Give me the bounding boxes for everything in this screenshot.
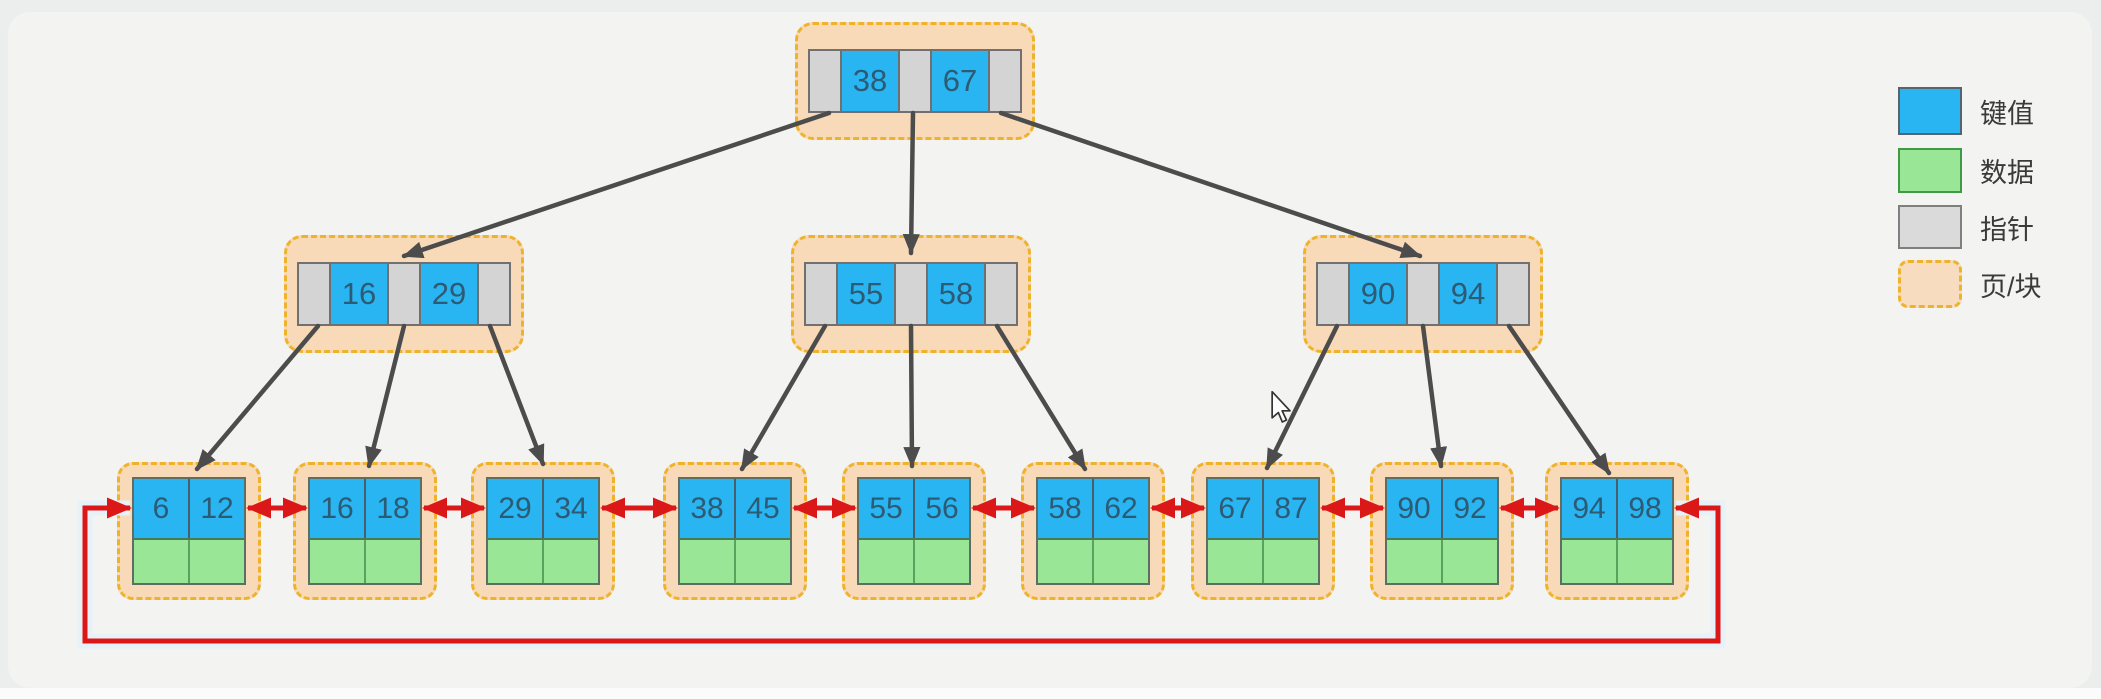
pointer-color-swatch — [1898, 205, 1962, 249]
key-cell: 45 — [734, 479, 790, 538]
key-cell: 67 — [1208, 479, 1262, 538]
key-cell: 67 — [930, 51, 988, 111]
legend-label: 数据 — [1980, 158, 2034, 188]
key-cell: 90 — [1348, 264, 1406, 324]
internal-page-block-2: 55 58 — [791, 235, 1031, 353]
internal-page-block-1: 16 29 — [284, 235, 524, 353]
data-cell — [1441, 540, 1497, 583]
data-cell — [134, 540, 188, 583]
key-cell: 6 — [134, 479, 188, 538]
key-cell: 29 — [488, 479, 542, 538]
leaf-page-block-2: 16 18 — [293, 462, 437, 600]
key-cell: 34 — [542, 479, 598, 538]
key-cell: 55 — [859, 479, 913, 538]
leaf-page-block-8: 90 92 — [1370, 462, 1514, 600]
mouse-cursor — [1271, 391, 1291, 423]
data-cell — [1092, 540, 1148, 583]
internal-page-block-3: 90 94 — [1303, 235, 1543, 353]
leaf-page-block-6: 58 62 — [1021, 462, 1165, 600]
key-cell: 58 — [1038, 479, 1092, 538]
data-cell — [859, 540, 913, 583]
pointer-cell — [898, 51, 930, 111]
key-cell: 55 — [836, 264, 894, 324]
data-color-swatch — [1898, 148, 1962, 193]
leaf-page-block-4: 38 45 — [663, 462, 807, 600]
legend-item-data: 数据 — [1898, 148, 2034, 193]
key-cell: 98 — [1616, 479, 1672, 538]
pointer-cell — [477, 264, 509, 324]
legend-item-key: 键值 — [1898, 87, 2034, 135]
data-cell — [1387, 540, 1441, 583]
legend-label: 指针 — [1980, 214, 2034, 245]
data-cell — [1038, 540, 1092, 583]
leaf-node-6: 58 62 — [1036, 477, 1150, 585]
leaf-node-4: 38 45 — [678, 477, 792, 585]
key-cell: 87 — [1262, 479, 1318, 538]
root-page-block: 38 67 — [795, 22, 1035, 140]
data-cell — [913, 540, 969, 583]
key-cell: 94 — [1438, 264, 1496, 324]
leaf-node-8: 90 92 — [1385, 477, 1499, 585]
pointer-cell — [299, 264, 329, 324]
key-cell: 38 — [680, 479, 734, 538]
data-cell — [310, 540, 364, 583]
key-cell: 94 — [1562, 479, 1616, 538]
key-cell: 62 — [1092, 479, 1148, 538]
key-cell: 16 — [329, 264, 387, 324]
data-cell — [734, 540, 790, 583]
root-node: 38 67 — [808, 49, 1022, 113]
leaf-page-block-5: 55 56 — [842, 462, 986, 600]
key-cell: 16 — [310, 479, 364, 538]
pointer-cell — [1318, 264, 1348, 324]
leaf-node-5: 55 56 — [857, 477, 971, 585]
pointer-cell — [1406, 264, 1438, 324]
legend-item-pointer: 指针 — [1898, 205, 2034, 249]
data-cell — [488, 540, 542, 583]
pointer-cell — [810, 51, 840, 111]
page-block-swatch — [1898, 260, 1962, 308]
leaf-page-block-3: 29 34 — [471, 462, 615, 600]
pointer-cell — [387, 264, 419, 324]
data-cell — [1562, 540, 1616, 583]
data-cell — [1262, 540, 1318, 583]
internal-node-3: 90 94 — [1316, 262, 1530, 326]
key-cell: 38 — [840, 51, 898, 111]
bottom-strip — [0, 688, 2101, 699]
leaf-page-block-1: 6 12 — [117, 462, 261, 600]
leaf-node-1: 6 12 — [132, 477, 246, 585]
key-cell: 58 — [926, 264, 984, 324]
data-cell — [188, 540, 244, 583]
data-cell — [542, 540, 598, 583]
key-cell: 12 — [188, 479, 244, 538]
leaf-page-block-7: 67 87 — [1191, 462, 1335, 600]
key-cell: 92 — [1441, 479, 1497, 538]
pointer-cell — [1496, 264, 1528, 324]
data-cell — [680, 540, 734, 583]
leaf-node-2: 16 18 — [308, 477, 422, 585]
data-cell — [364, 540, 420, 583]
key-cell: 18 — [364, 479, 420, 538]
pointer-cell — [894, 264, 926, 324]
legend-label: 键值 — [1980, 98, 2034, 129]
key-cell: 56 — [913, 479, 969, 538]
pointer-cell — [806, 264, 836, 324]
key-cell: 29 — [419, 264, 477, 324]
data-cell — [1616, 540, 1672, 583]
key-cell: 90 — [1387, 479, 1441, 538]
legend-item-page-block: 页/块 — [1898, 260, 2042, 308]
key-color-swatch — [1898, 87, 1962, 135]
internal-node-1: 16 29 — [297, 262, 511, 326]
legend-label: 页/块 — [1980, 271, 2042, 302]
leaf-node-3: 29 34 — [486, 477, 600, 585]
pointer-cell — [988, 51, 1020, 111]
data-cell — [1208, 540, 1262, 583]
leaf-node-7: 67 87 — [1206, 477, 1320, 585]
leaf-page-block-9: 94 98 — [1545, 462, 1689, 600]
internal-node-2: 55 58 — [804, 262, 1018, 326]
leaf-node-9: 94 98 — [1560, 477, 1674, 585]
pointer-cell — [984, 264, 1016, 324]
